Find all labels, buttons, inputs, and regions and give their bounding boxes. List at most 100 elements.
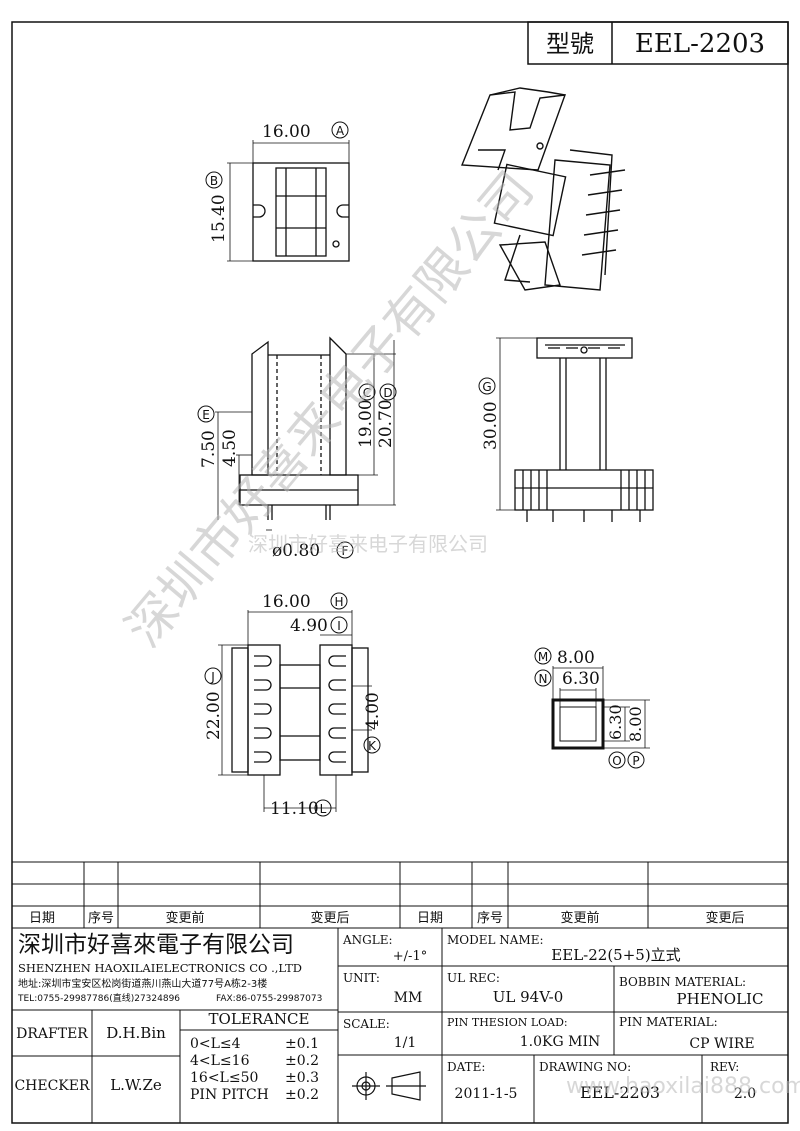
- date-label: DATE:: [447, 1060, 485, 1074]
- dim-h-value: 16.00: [262, 592, 311, 612]
- dim-g-value: 30.00: [481, 401, 501, 450]
- dim-e-value: 7.50: [199, 430, 219, 468]
- pin-material-value: CP WIRE: [689, 1036, 754, 1052]
- projection-symbol-icon: [352, 1071, 426, 1101]
- tolerance-value-2: ±0.2: [285, 1053, 319, 1069]
- model-value: EEL-2203: [635, 29, 765, 59]
- svg-text:G: G: [482, 380, 491, 394]
- dim-n-value: 6.30: [562, 669, 600, 689]
- pin-load-label: PIN THESION LOAD:: [447, 1016, 568, 1029]
- svg-text:H: H: [334, 595, 343, 609]
- rev-header-after-1: 变更后: [310, 910, 349, 926]
- title-block-grid: [12, 928, 788, 1123]
- unit-label: UNIT:: [343, 971, 380, 985]
- model-header: 型號 EEL-2203: [527, 21, 789, 65]
- ul-label: UL REC:: [447, 971, 500, 985]
- company-name-en: SHENZHEN HAOXILAIELECTRONICS CO .,LTD: [18, 961, 302, 975]
- tolerance-range-4: PIN PITCH: [190, 1087, 269, 1103]
- rev-label: REV:: [710, 1060, 739, 1074]
- tolerance-range-1: 0<L≤4: [190, 1036, 241, 1052]
- bobbin-material-label: BOBBIN MATERIAL:: [619, 975, 746, 989]
- svg-text:K: K: [368, 739, 377, 753]
- dim-n-marker: N: [534, 669, 552, 687]
- svg-text:C: C: [363, 386, 371, 400]
- bobbin-material-value: PHENOLIC: [677, 990, 764, 1008]
- svg-text:D: D: [383, 386, 392, 400]
- rev-header-no-2: 序号: [477, 911, 503, 926]
- dim-m-value: 8.00: [557, 648, 595, 668]
- unit-value: MM: [394, 990, 423, 1006]
- front-view: [215, 336, 396, 531]
- dim-i-marker: I: [330, 616, 348, 634]
- svg-text:F: F: [342, 544, 349, 558]
- tolerance-value-3: ±0.3: [285, 1070, 319, 1086]
- dim-e2-value: 4.50: [220, 429, 240, 467]
- company-address: 地址:深圳市宝安区松岗街道燕川燕山大道77号A栋2-3楼: [18, 977, 267, 990]
- pin-material-label: PIN MATERIAL:: [619, 1015, 718, 1029]
- rev-header-before-1: 变更前: [165, 910, 204, 926]
- side-view: [496, 337, 654, 522]
- svg-text:E: E: [202, 408, 210, 422]
- dim-p-value: 8.00: [626, 706, 645, 742]
- tolerance-range-2: 4<L≤16: [190, 1053, 250, 1069]
- drafter-label: DRAFTER: [16, 1026, 88, 1042]
- dim-d-marker: D: [379, 383, 397, 401]
- watermark-center: 深圳市好喜来电子有限公司: [248, 532, 488, 556]
- dim-e-marker: E: [197, 405, 215, 423]
- date-value: 2011-1-5: [455, 1086, 518, 1102]
- company-fax: FAX:86-0755-29987073: [216, 994, 322, 1004]
- dim-c-value: 19.00: [356, 399, 376, 448]
- drafter-value: D.H.Bin: [106, 1024, 166, 1042]
- rev-header-before-2: 变更前: [560, 910, 599, 926]
- dim-f-value: ø0.80: [272, 541, 320, 561]
- dim-f-marker: F: [336, 541, 354, 559]
- drawing-no-value: EEL-2203: [580, 1083, 660, 1102]
- dim-o-value: 6.30: [606, 704, 625, 740]
- svg-text:L: L: [320, 802, 327, 816]
- top-view: [227, 140, 350, 262]
- dim-l-value: 11.10: [270, 799, 319, 819]
- dim-k-marker: K: [363, 736, 381, 754]
- company-tel: TEL:0755-29987786(直线)27324896: [17, 992, 180, 1004]
- checker-label: CHECKER: [14, 1078, 90, 1094]
- tolerance-value-4: ±0.2: [285, 1087, 319, 1103]
- rev-value: 2.0: [734, 1086, 756, 1102]
- dim-i-value: 4.90: [290, 616, 328, 636]
- svg-text:M: M: [538, 650, 548, 664]
- dim-d-value: 20.70: [376, 399, 396, 448]
- dim-k-value: 4.00: [363, 692, 383, 730]
- rev-header-date-1: 日期: [29, 911, 55, 926]
- dim-j-marker: J: [204, 667, 222, 685]
- rev-header-date-2: 日期: [417, 911, 443, 926]
- company-name-cn: 深圳市好喜來電子有限公司: [18, 932, 294, 958]
- dim-m-marker: M: [534, 647, 552, 665]
- dim-b-marker: B: [205, 171, 223, 189]
- dim-b-value: 15.40: [209, 194, 229, 243]
- sheet-border: [11, 21, 789, 1124]
- rev-header-after-2: 变更后: [705, 910, 744, 926]
- model-name-label: MODEL NAME:: [447, 933, 544, 947]
- tolerance-label: TOLERANCE: [209, 1010, 310, 1028]
- pin-section-view: [551, 666, 650, 750]
- watermark-site: www.haoxilai888.com: [566, 1074, 800, 1099]
- dim-a-value: 16.00: [262, 122, 311, 142]
- dim-c-marker: C: [358, 383, 376, 401]
- angle-value: +/-1°: [393, 949, 427, 964]
- svg-text:I: I: [337, 619, 341, 633]
- rev-header-no-1: 序号: [88, 911, 114, 926]
- bottom-view: [218, 610, 372, 812]
- svg-text:N: N: [539, 672, 548, 686]
- dim-j-value: 22.00: [204, 691, 224, 740]
- model-name-value: EEL-22(5+5)立式: [551, 946, 680, 964]
- svg-text:A: A: [336, 124, 345, 138]
- angle-label: ANGLE:: [342, 933, 393, 947]
- tolerance-value-1: ±0.1: [285, 1036, 319, 1052]
- svg-text:B: B: [210, 174, 218, 188]
- dim-o-marker: O: [608, 751, 626, 769]
- drawing-no-label: DRAWING NO:: [539, 1060, 631, 1074]
- dim-l-marker: L: [314, 799, 332, 817]
- svg-text:P: P: [632, 754, 639, 768]
- model-label: 型號: [546, 30, 594, 58]
- dim-g-marker: G: [478, 377, 496, 395]
